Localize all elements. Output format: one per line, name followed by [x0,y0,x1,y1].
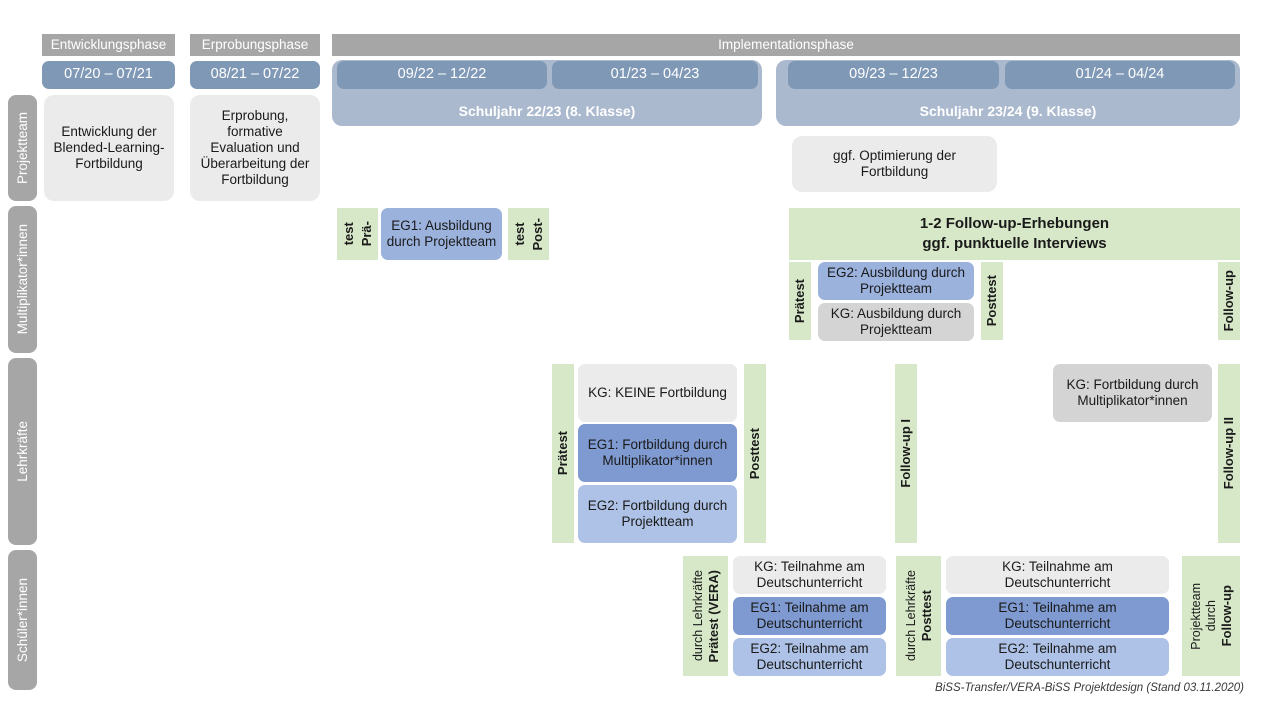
band-lehrkraefte-label: Lehrkräfte [14,421,30,482]
band-multiplikatoren: Multiplikator*innen [8,206,37,353]
band-schueler-label: Schüler*innen [14,577,30,663]
card-erprobung-evaluation: Erprobung, formative Evaluation und Über… [190,95,320,201]
multiplikatoren-posttest2-strip: Posttest [981,262,1003,340]
band-lehrkraefte: Lehrkräfte [8,358,37,545]
schueler-followup-sub1-label: durch [1203,600,1218,632]
phase-header-implementation: Implementationsphase [332,34,1240,56]
phase-header-entwicklung: Entwicklungsphase [42,34,175,56]
footer-credit: BiSS-Transfer/VERA-BiSS Projektdesign (S… [935,682,1244,694]
schueler-praetest-bold-label: Prätest (VERA) [705,569,721,663]
period-0821-0722: 08/21 – 07/22 [190,61,320,89]
card-schueler-kg-right: KG: Teilnahme am Deutschunterricht [946,556,1169,594]
schueler-posttest-strip: Posttest durch Lehrkräfte [896,556,941,676]
multiplikatoren-posttest-strip: Post- test [508,208,549,260]
lehrkraefte-posttest-strip: Posttest [744,364,766,543]
card-eg2-ausbildung-projektteam: EG2: Ausbildung durch Projektteam [818,262,974,300]
card-schueler-eg2-left: EG2: Teilnahme am Deutschunterricht [733,638,886,676]
schueler-followup-sub2-label: Projektteam [1188,582,1203,650]
band-schueler: Schüler*innen [8,550,37,690]
card-kg-ausbildung-projektteam: KG: Ausbildung durch Projektteam [818,303,974,341]
schueler-praetest-strip: Prätest (VERA) durch Lehrkräfte [683,556,728,676]
multiplikatoren-followup-strip: Follow-up [1218,262,1240,340]
period-0124-0424: 01/24 – 04/24 [1005,61,1235,89]
multiplikatoren-posttest2-label: Posttest [984,275,1000,327]
lehrkraefte-followup2-strip: Follow-up II [1218,364,1240,543]
period-0922-1222: 09/22 – 12/22 [337,61,547,89]
card-kg-fortbildung-multiplikatoren: KG: Fortbildung durch Multiplikator*inne… [1053,364,1212,422]
band-projektteam-label: Projektteam [14,111,30,185]
multiplikatoren-praetest2-strip: Prätest [789,262,811,340]
lehrkraefte-followup2-label: Follow-up II [1221,417,1237,490]
band-projektteam: Projektteam [8,95,37,201]
multiplikatoren-posttest-label: Post- test [512,217,545,251]
band-multiplikatoren-label: Multiplikator*innen [14,224,30,335]
banner-followup-erhebungen: 1-2 Follow-up-Erhebungen ggf. punktuelle… [789,208,1240,260]
card-schueler-eg1-left: EG1: Teilnahme am Deutschunterricht [733,597,886,635]
period-0123-0423: 01/23 – 04/23 [552,61,758,89]
card-eg1-ausbildung-projektteam: EG1: Ausbildung durch Projektteam [381,208,502,260]
multiplikatoren-praetest-label: Prä- test [341,221,374,247]
lehrkraefte-followup1-strip: Follow-up I [895,364,917,543]
lehrkraefte-posttest-label: Posttest [747,427,763,480]
banner-line-1: 1-2 Follow-up-Erhebungen [919,214,1110,232]
schueler-followup-strip: Follow-up durch Projektteam [1182,556,1240,676]
card-eg1-fortbildung-multiplikatoren: EG1: Fortbildung durch Multiplikator*inn… [578,424,737,482]
multiplikatoren-praetest-strip: Prä- test [337,208,378,260]
schueler-followup-bold-label: Follow-up [1218,585,1234,647]
schueler-posttest-bold-label: Posttest [918,590,934,642]
schueler-praetest-sub-label: durch Lehrkräfte [690,570,705,662]
period-0923-1223: 09/23 – 12/23 [788,61,999,89]
card-eg2-fortbildung-projektteam: EG2: Fortbildung durch Projektteam [578,485,737,543]
lehrkraefte-praetest-strip: Prätest [552,364,574,543]
multiplikatoren-praetest2-label: Prätest [792,278,808,324]
card-schueler-eg1-right: EG1: Teilnahme am Deutschunterricht [946,597,1169,635]
lehrkraefte-praetest-label: Prätest [555,431,571,476]
banner-line-2: ggf. punktuelle Interviews [922,235,1107,252]
lehrkraefte-followup1-label: Follow-up I [898,419,914,488]
card-optimierung-fortbildung: ggf. Optimierung der Fortbildung [792,136,997,192]
card-schueler-eg2-right: EG2: Teilnahme am Deutschunterricht [946,638,1169,676]
period-0720-0721: 07/20 – 07/21 [42,61,175,89]
phase-header-erprobung: Erprobungsphase [190,34,320,56]
card-kg-keine-fortbildung: KG: KEINE Fortbildung [578,364,737,422]
schueler-posttest-sub-label: durch Lehrkräfte [903,570,918,662]
card-entwicklung-fortbildung: Entwicklung der Blended-Learning-Fortbil… [44,95,174,201]
multiplikatoren-followup-label: Follow-up [1221,270,1237,332]
card-schueler-kg-left: KG: Teilnahme am Deutschunterricht [733,556,886,594]
